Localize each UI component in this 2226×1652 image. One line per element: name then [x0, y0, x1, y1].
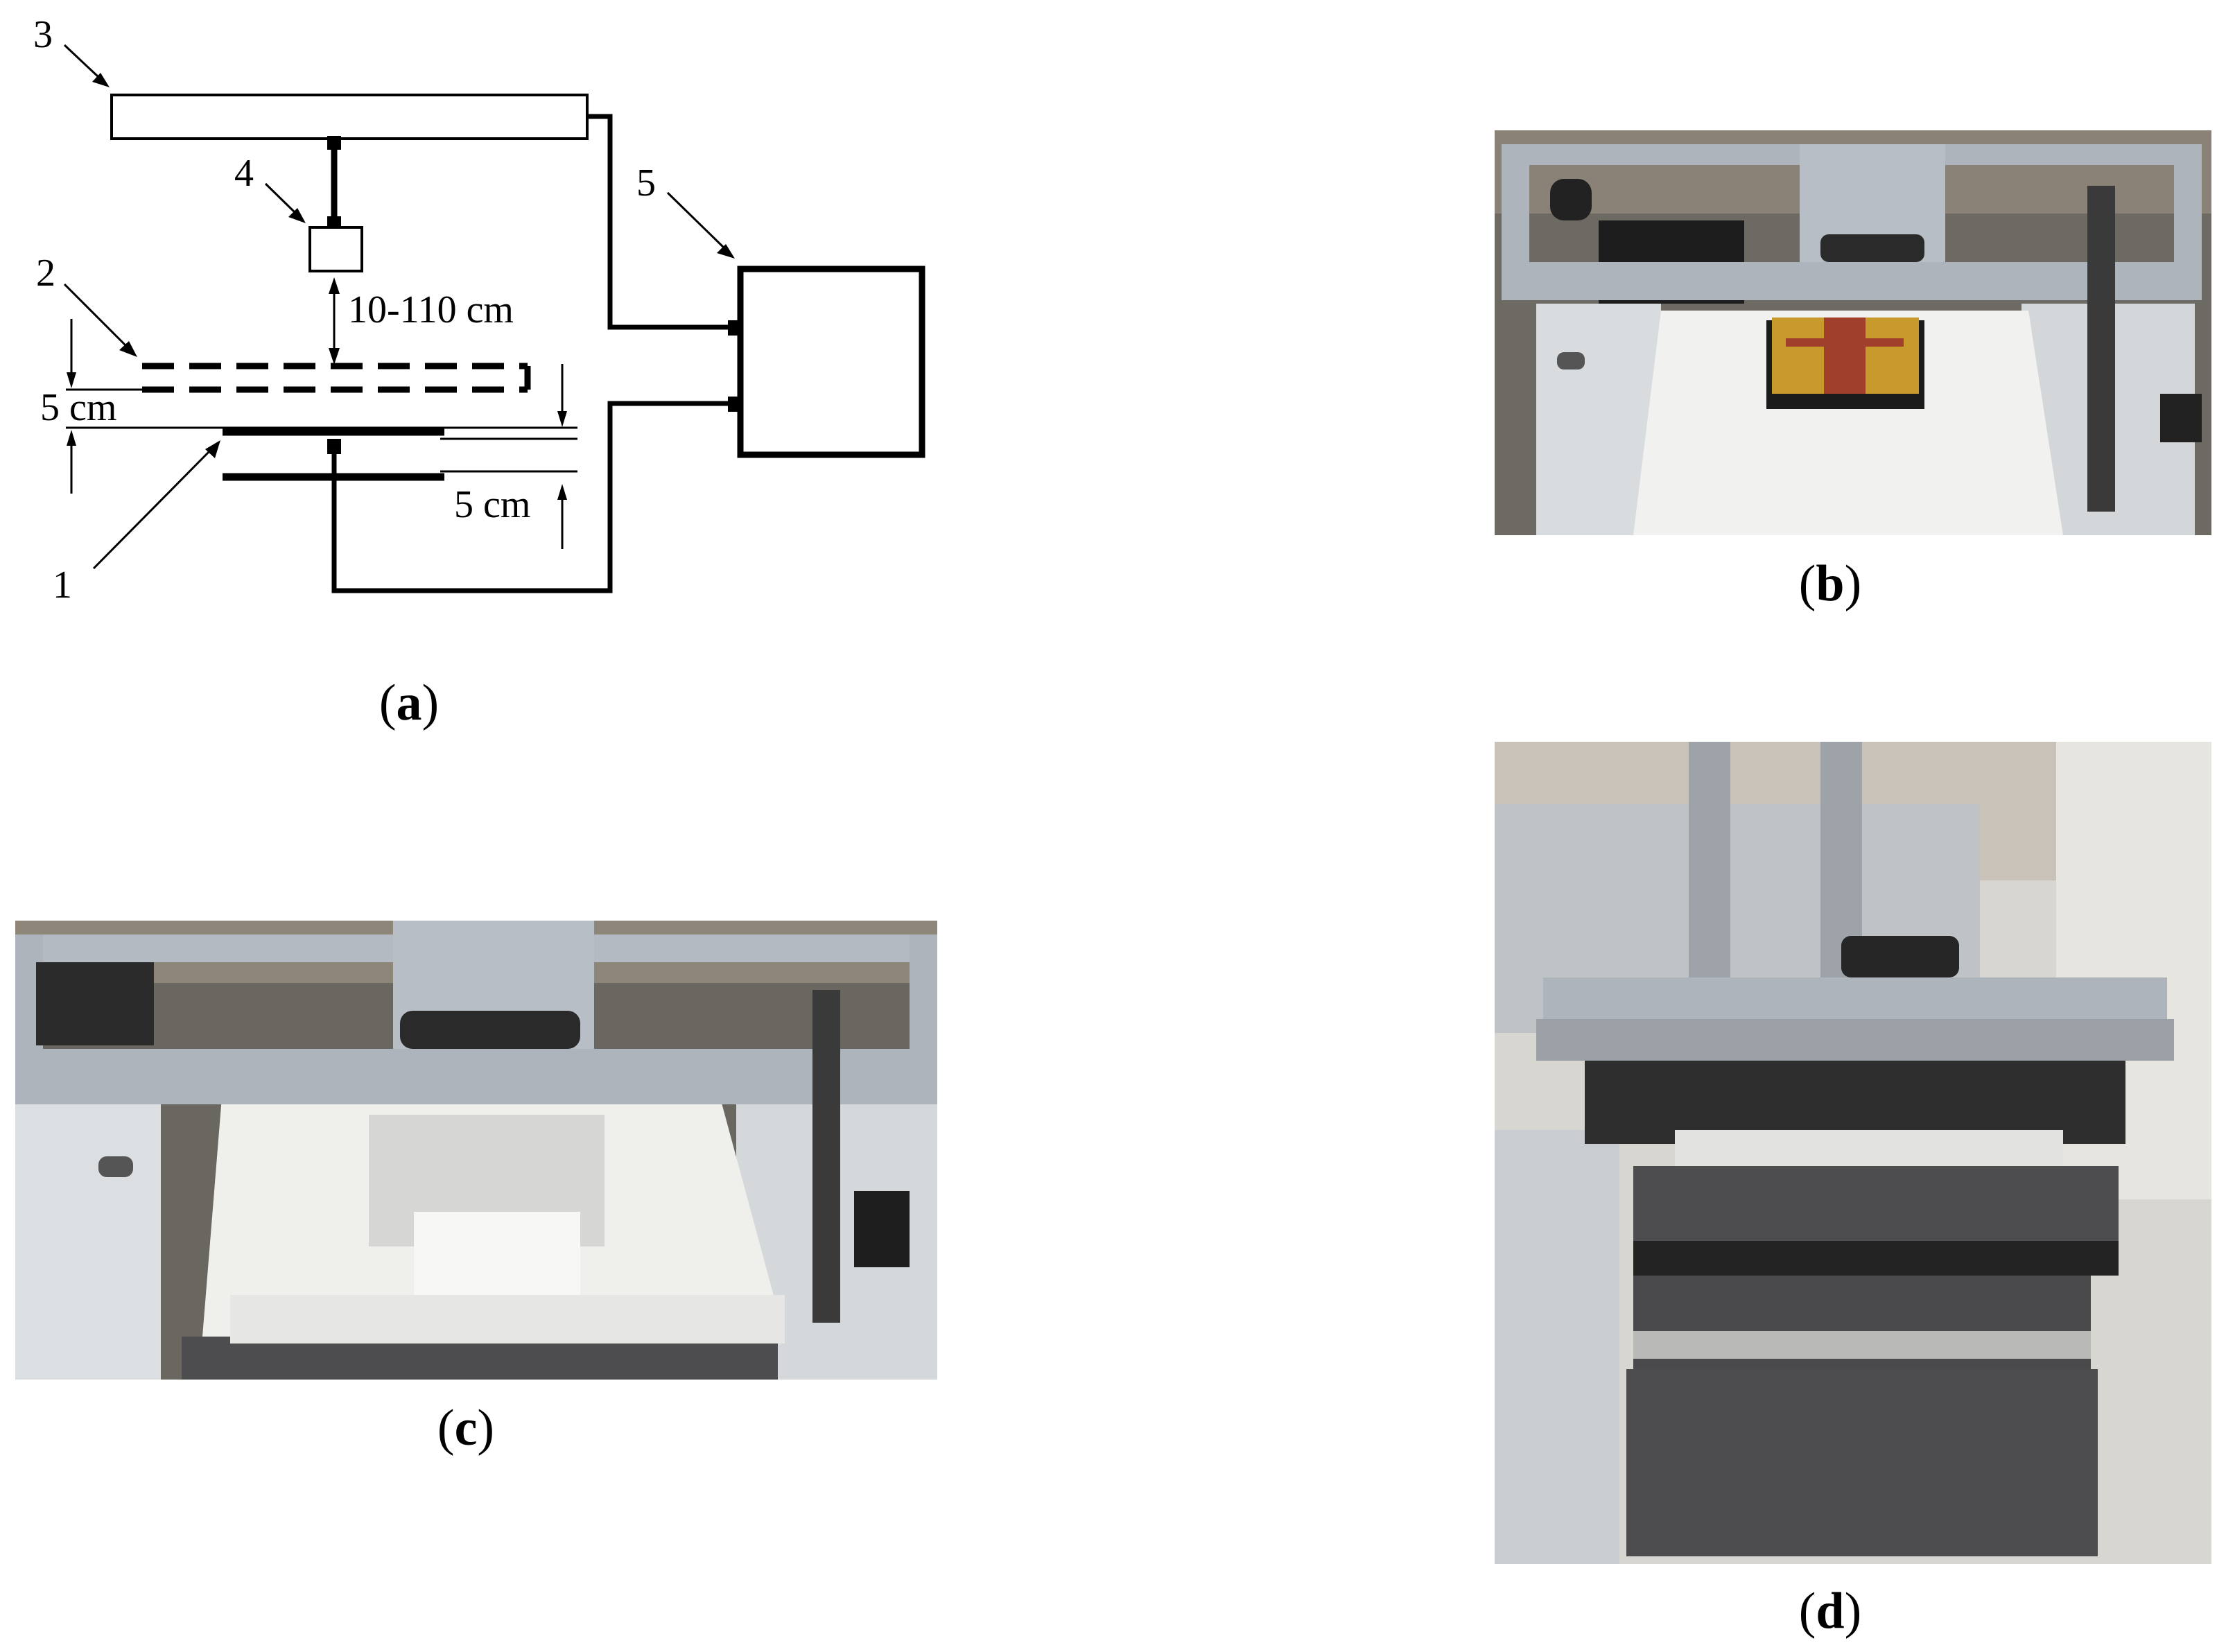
schematic-diagram — [63, 44, 925, 593]
caption-b: (b) — [1798, 555, 1862, 612]
label-2: 2 — [36, 252, 55, 295]
label-4: 4 — [234, 152, 254, 195]
caption-a: (a) — [379, 675, 440, 731]
rail-cable — [587, 114, 737, 330]
gap-right-label: 5 cm — [454, 483, 531, 526]
caption-d: (d) — [1798, 1583, 1862, 1640]
label-5: 5 — [636, 162, 656, 205]
scanner-rail — [110, 94, 589, 140]
caption-c: (c) — [437, 1400, 495, 1457]
antenna-cable — [331, 401, 737, 593]
probe-box — [308, 226, 363, 272]
label-1: 1 — [53, 564, 72, 607]
height-range-label: 10-110 cm — [348, 288, 514, 331]
analyzer-box — [737, 266, 925, 458]
photo-c-scanner-with-foam — [15, 921, 937, 1380]
photo-d-side-view-foam-stack — [1495, 742, 2211, 1564]
label-3: 3 — [33, 13, 53, 56]
photo-b-scanner-with-pcb — [1495, 130, 2211, 535]
gap-left-label: 5 cm — [40, 386, 117, 429]
